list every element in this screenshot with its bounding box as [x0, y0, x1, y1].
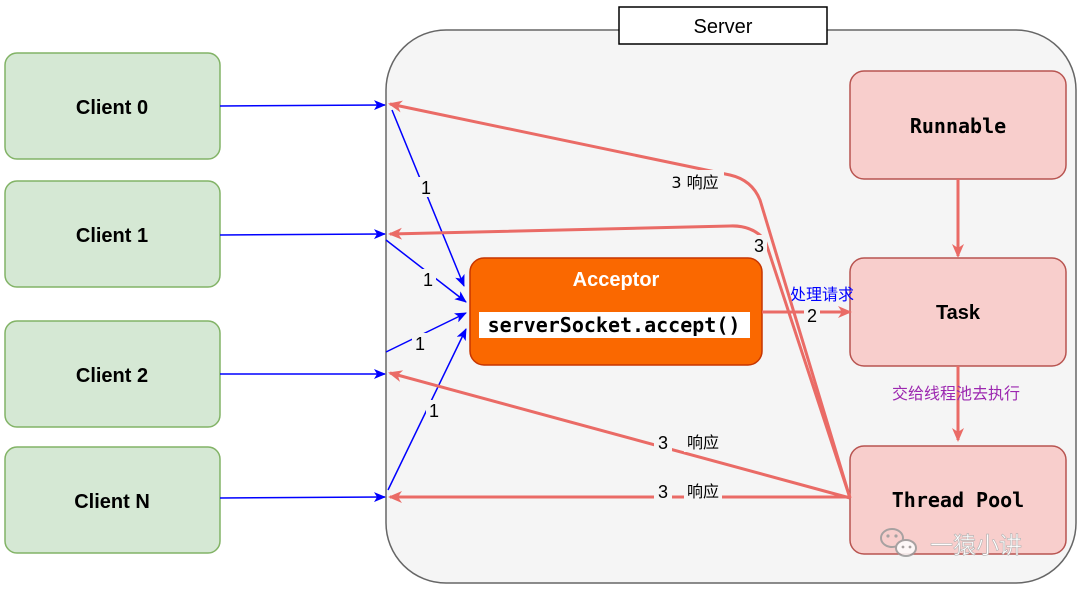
connect-label-n: 1	[429, 401, 439, 421]
connect-label-2: 1	[415, 334, 425, 354]
thread-pool-box	[849, 445, 1067, 555]
connect-label-1: 1	[423, 270, 433, 290]
response-arrow-client-2	[388, 370, 851, 500]
task-label: Task	[936, 302, 981, 324]
connect-label-0: 1	[421, 178, 431, 198]
connect-arrow-0	[391, 109, 465, 287]
watermark-text: 一猿小讲	[930, 533, 1022, 559]
server-title: Server	[694, 16, 753, 38]
client-0-label: Client 0	[76, 97, 148, 119]
client-n-box	[4, 446, 221, 554]
server-title-box	[618, 6, 828, 45]
thread-pool-label: Thread Pool	[892, 488, 1024, 512]
acceptor-code-bg	[479, 312, 750, 338]
request-arrow-client-1	[219, 229, 386, 240]
acceptor-title: Acceptor	[573, 269, 660, 291]
dispatch-num: 2	[807, 306, 817, 326]
response-label-2-text: 响应	[687, 433, 719, 452]
response-label-n-text: 响应	[687, 482, 719, 501]
handoff-text: 交给线程池去执行	[892, 384, 1020, 403]
response-label-0: 3 响应	[671, 173, 718, 192]
runnable-label: Runnable	[910, 114, 1006, 138]
response-label-n-num: 3	[658, 482, 668, 502]
client-n-label: Client N	[74, 491, 150, 513]
request-arrow-client-0	[219, 100, 386, 111]
request-arrow-client-n	[219, 492, 386, 503]
dispatch-text: 处理请求	[790, 285, 854, 304]
acceptor-code: serverSocket.accept()	[488, 313, 741, 337]
connect-arrow-2	[385, 312, 467, 353]
response-label-2-num: 3	[658, 433, 668, 453]
client-1-box	[4, 180, 221, 288]
wechat-icon	[880, 528, 917, 557]
client-1-label: Client 1	[76, 225, 148, 247]
client-2-label: Client 2	[76, 365, 148, 387]
response-arrow-client-0	[388, 100, 852, 499]
response-label-1: 3	[754, 236, 764, 256]
